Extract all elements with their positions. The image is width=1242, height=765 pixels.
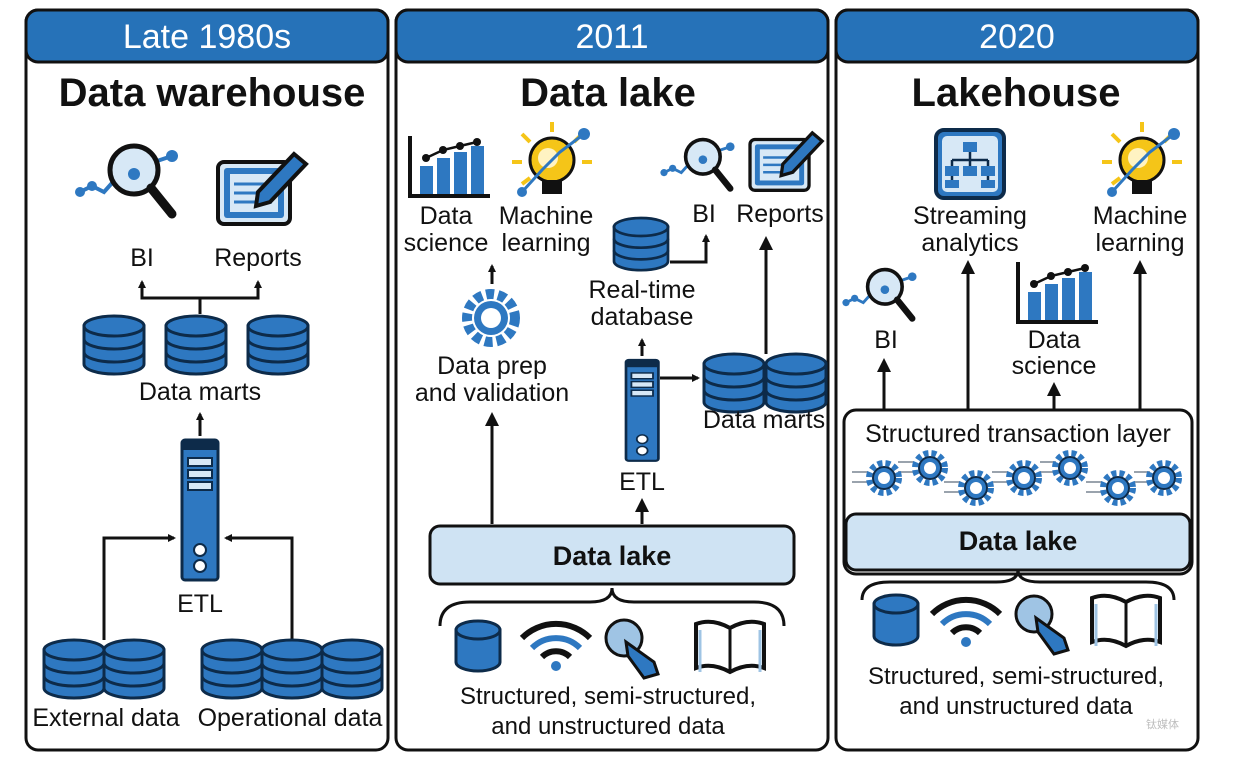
- ml-label-line1: Machine: [1093, 202, 1188, 230]
- streaming-label-line2: analytics: [921, 229, 1018, 257]
- arrow-operational-to-etl: [224, 534, 294, 640]
- gear-icon: [1149, 463, 1179, 493]
- ml-label-line2: learning: [1096, 229, 1185, 257]
- gear-icon: [961, 473, 991, 503]
- ml-label-line2: learning: [502, 229, 591, 257]
- gear-icon: [1009, 463, 1039, 493]
- data-science-label-line2: science: [404, 229, 489, 257]
- structured-data-icon: [872, 593, 920, 647]
- gear-icon: [869, 463, 899, 493]
- reports-label: Reports: [214, 244, 302, 272]
- realtime-db-cylinder: [612, 216, 670, 272]
- prep-label-line1: Data prep: [437, 352, 547, 380]
- data-mart-cylinder: [764, 352, 828, 414]
- bi-label: BI: [874, 326, 898, 354]
- sources-label-line1: Structured, semi-structured,: [868, 663, 1164, 690]
- sources-label-line2: and unstructured data: [899, 693, 1133, 720]
- ml-label-line1: Machine: [499, 202, 594, 230]
- reports-label: Reports: [736, 200, 824, 228]
- operational-db-cylinder: [260, 638, 324, 700]
- operational-db-cylinder: [200, 638, 264, 700]
- era-label: 2020: [979, 18, 1055, 56]
- etl-label: ETL: [619, 468, 665, 496]
- era-label: Late 1980s: [123, 18, 291, 56]
- panel-lakehouse: 2020 Lakehouse Streaming analytics Machi…: [834, 8, 1200, 752]
- panel-title: Lakehouse: [912, 71, 1121, 115]
- arrow-realtime-to-bi: [670, 234, 710, 264]
- data-marts-label: Data marts: [139, 378, 261, 406]
- realtime-label-line2: database: [591, 303, 694, 331]
- book-icon: [694, 619, 766, 674]
- sources-label-line1: Structured, semi-structured,: [460, 683, 756, 710]
- structured-data-icon: [454, 619, 502, 673]
- gear-icon: [1103, 473, 1133, 503]
- panel-title: Data warehouse: [59, 71, 366, 115]
- data-science-label-line1: Data: [420, 202, 473, 230]
- book-icon: [1090, 593, 1162, 648]
- arrow-to-bi: [138, 280, 200, 300]
- transaction-gears: [852, 453, 1179, 503]
- sources-brace: [438, 587, 786, 627]
- panel-data-lake: 2011 Data lake Data science Machine lear…: [394, 8, 830, 752]
- etl-server-icon: [180, 438, 220, 582]
- flowchart-icon: [934, 128, 1006, 200]
- prep-label-line2: and validation: [415, 379, 569, 407]
- data-lake-box: [428, 524, 796, 586]
- data-lake-label: Data lake: [959, 526, 1078, 556]
- external-data-label: External data: [32, 704, 179, 732]
- data-science-label-line2: science: [1012, 352, 1097, 380]
- data-mart-cylinder: [82, 314, 146, 376]
- operational-data-label: Operational data: [198, 704, 383, 732]
- data-science-label-line1: Data: [1028, 326, 1081, 354]
- era-label: 2011: [575, 18, 648, 56]
- era-header-background: [834, 8, 1200, 64]
- panel-data-warehouse: Late 1980s Data warehouse BI Reports Dat…: [24, 8, 390, 752]
- arrow-external-to-etl: [102, 534, 176, 640]
- gear-icon: [1055, 453, 1085, 483]
- gear-icon: [915, 453, 945, 483]
- data-mart-cylinder: [702, 352, 766, 414]
- sources-brace: [860, 569, 1176, 601]
- bi-label: BI: [130, 244, 154, 272]
- operational-db-cylinder: [320, 638, 384, 700]
- panel-title: Data lake: [520, 71, 696, 115]
- bi-label: BI: [692, 200, 716, 228]
- data-mart-cylinder: [246, 314, 310, 376]
- realtime-label-line1: Real-time: [589, 276, 696, 304]
- external-db-cylinder: [42, 638, 106, 700]
- data-mart-cylinder: [164, 314, 228, 376]
- era-header-background: [24, 8, 390, 64]
- transaction-layer-label: Structured transaction layer: [865, 420, 1171, 448]
- etl-server-icon: [624, 358, 660, 463]
- external-db-cylinder: [102, 638, 166, 700]
- sources-label-line2: and unstructured data: [491, 713, 725, 740]
- data-lake-label: Data lake: [553, 541, 672, 571]
- data-marts-label: Data marts: [703, 406, 825, 434]
- era-header-background: [394, 8, 830, 64]
- etl-label: ETL: [177, 590, 223, 618]
- watermark-text: 钛媒体: [1146, 718, 1179, 731]
- streaming-label-line1: Streaming: [913, 202, 1027, 230]
